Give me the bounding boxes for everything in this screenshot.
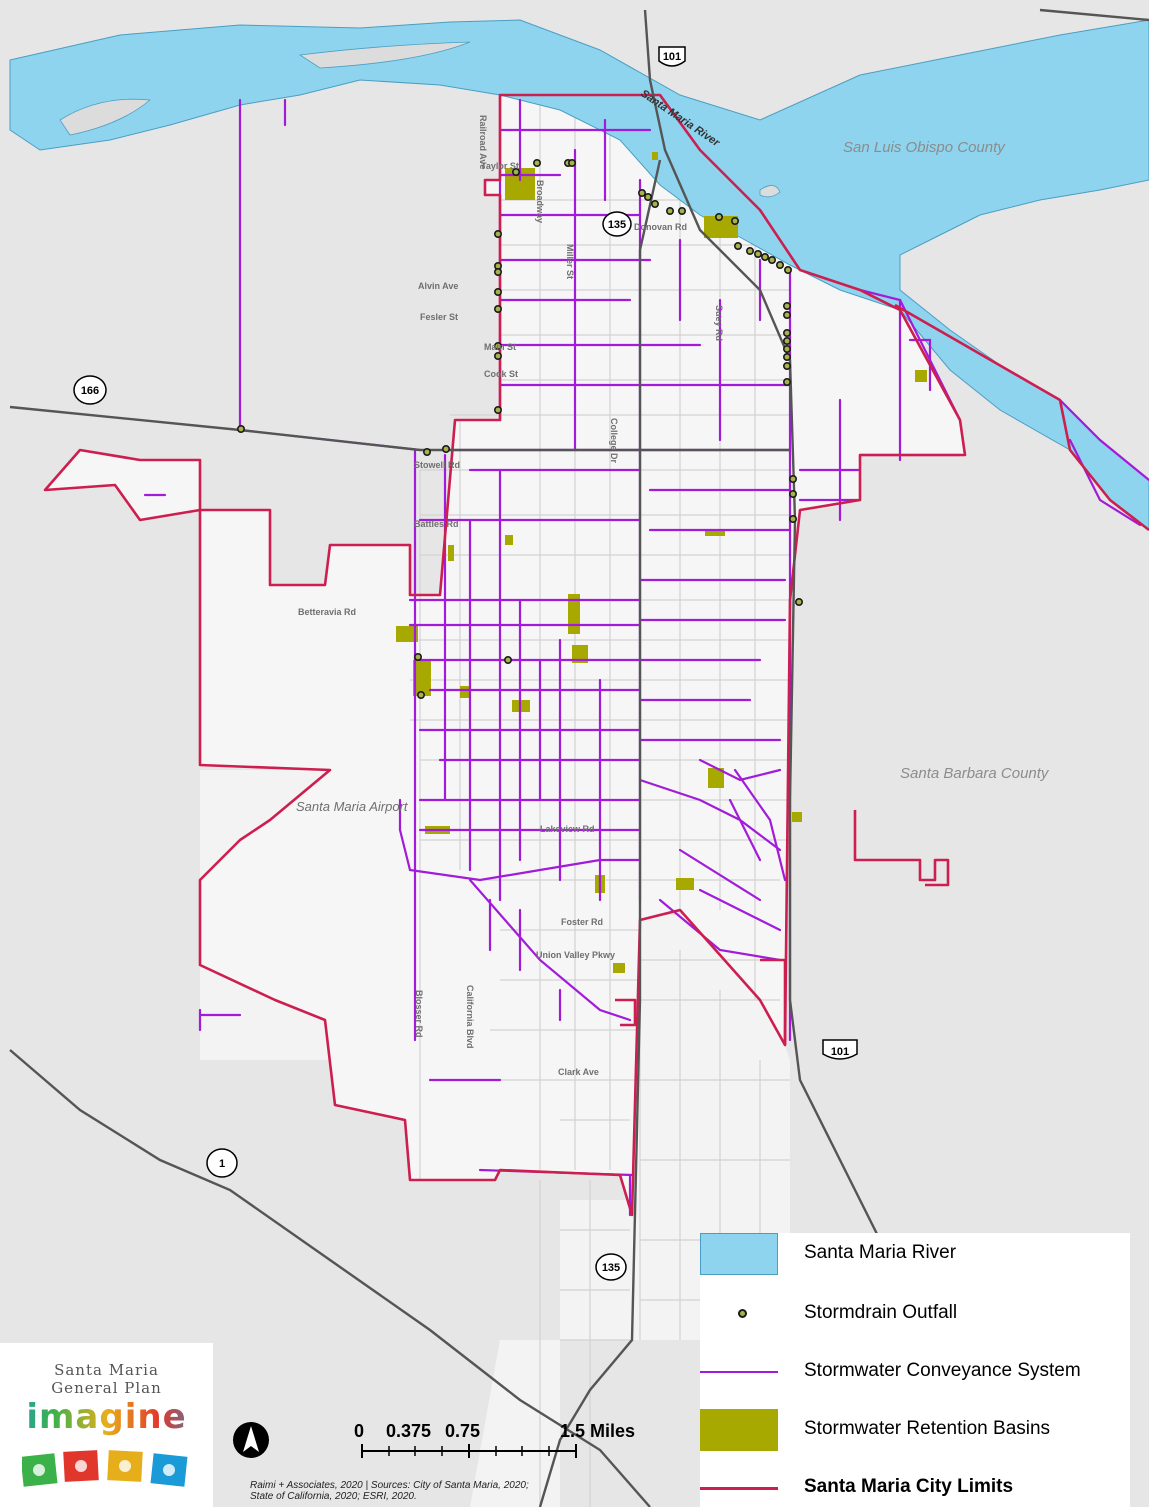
logo-wordmark: imagine	[0, 1397, 213, 1437]
logo-flag-mark	[163, 1464, 175, 1476]
label-donovan-rd: Donovan Rd	[634, 222, 687, 232]
legend-swatch-city-limits	[700, 1467, 778, 1507]
legend-swatch-outfall	[700, 1293, 778, 1333]
sr-166-shield: 166	[73, 375, 107, 405]
retention-basins	[396, 152, 927, 973]
sr-1-shield: 1	[206, 1148, 238, 1178]
logo-line1: Santa Maria	[54, 1361, 159, 1379]
credits-line2: State of California, 2020; ESRI, 2020.	[250, 1491, 417, 1502]
label-fesler-st: Fesler St	[420, 312, 458, 322]
logo-flag-mark	[75, 1460, 87, 1472]
logo-line2: General Plan	[51, 1379, 162, 1397]
legend-swatch-retention	[700, 1409, 778, 1451]
label-sb-county: Santa Barbara County	[900, 765, 1050, 782]
scale-label-15: 1.5 Miles	[560, 1421, 636, 1441]
river-island	[759, 185, 781, 198]
legend-label-conveyance: Stormwater Conveyance System	[804, 1360, 1081, 1381]
legend-label-city-limits: Santa Maria City Limits	[804, 1476, 1014, 1497]
svg-text:101: 101	[831, 1046, 849, 1058]
label-slo-county: San Luis Obispo County	[843, 139, 1006, 156]
label-railroad-ave: Railroad Ave	[478, 115, 488, 169]
label-lakeview-rd: Lakeview Rd	[540, 824, 595, 834]
label-broadway: Broadway	[535, 180, 545, 223]
label-blosser-rd: Blosser Rd	[414, 990, 424, 1038]
label-taylor-st: Taylor St	[481, 161, 519, 171]
label-battles-rd: Battles Rd	[414, 519, 459, 529]
city-limits-fill	[45, 95, 965, 1215]
label-betteravia-rd: Betteravia Rd	[298, 607, 356, 617]
scale-bar	[361, 1444, 577, 1458]
svg-text:101: 101	[663, 51, 681, 63]
legend-label-river: Santa Maria River	[804, 1242, 957, 1263]
general-plan-logo: Santa Maria General Plan imagine	[0, 1343, 213, 1507]
legend-row-retention: Stormwater Retention Basins	[700, 1409, 1130, 1451]
scale-label-075: 0.75	[445, 1421, 481, 1441]
city-limits	[43, 93, 1149, 1217]
label-college-dr: College Dr	[609, 418, 619, 464]
label-alvin-ave: Alvin Ave	[418, 281, 458, 291]
river-island	[298, 41, 471, 69]
scale-label-0: 0	[354, 1421, 365, 1441]
legend-swatch-conveyance	[700, 1351, 778, 1391]
legend-label-retention: Stormwater Retention Basins	[804, 1418, 1051, 1439]
legend-row-outfall: Stormdrain Outfall	[700, 1293, 1130, 1333]
north-arrow-icon	[233, 1422, 269, 1458]
legend-swatch-river	[700, 1233, 778, 1275]
legend-row-conveyance: Stormwater Conveyance System	[700, 1351, 1130, 1391]
svg-text:135: 135	[602, 1262, 620, 1274]
scale-label-0375: 0.375	[386, 1421, 432, 1441]
legend-label-outfall: Stormdrain Outfall	[804, 1302, 958, 1323]
river-island	[59, 98, 151, 136]
street-labels: Railroad Ave Taylor St Broadway Donovan …	[298, 115, 724, 1077]
logo-banner-icons	[22, 1450, 188, 1487]
label-suey-rd: Suey Rd	[714, 305, 724, 341]
label-main-st: Main St	[484, 342, 516, 352]
label-miller-st: Miller St	[565, 244, 575, 279]
map-credits: Raimi + Associates, 2020 | Sources: City…	[250, 1480, 650, 1502]
label-california-blvd: California Blvd	[465, 985, 475, 1049]
label-foster-rd: Foster Rd	[561, 917, 603, 927]
scale-and-north: 0 0.375 0.75 1.5 Miles	[228, 1415, 688, 1507]
label-airport: Santa Maria Airport	[296, 799, 409, 814]
label-union-valley-pkwy: Union Valley Pkwy	[536, 950, 615, 960]
svg-text:1: 1	[219, 1158, 225, 1170]
map-legend: Santa Maria River Stormdrain Outfall Sto…	[700, 1233, 1130, 1507]
label-cook-st: Cook St	[484, 369, 518, 379]
stormdrain-outfalls	[237, 159, 803, 699]
us-101-shield-bottom: 101	[822, 1039, 858, 1060]
legend-row-river: Santa Maria River	[700, 1233, 1130, 1275]
credits-line1: Raimi + Associates, 2020 | Sources: City…	[250, 1480, 529, 1491]
sr-135-shield-bottom: 135	[595, 1253, 627, 1281]
label-stowell-rd: Stowell Rd	[414, 460, 460, 470]
us-101-shield-top: 101	[658, 46, 686, 67]
label-clark-ave: Clark Ave	[558, 1067, 599, 1077]
legend-row-city-limits: Santa Maria City Limits	[700, 1467, 1130, 1507]
logo-flag-mark	[119, 1460, 131, 1472]
svg-text:166: 166	[81, 385, 99, 397]
sr-135-shield-top: 135	[602, 211, 632, 237]
svg-text:135: 135	[608, 219, 626, 231]
logo-flag-mark	[33, 1464, 45, 1476]
